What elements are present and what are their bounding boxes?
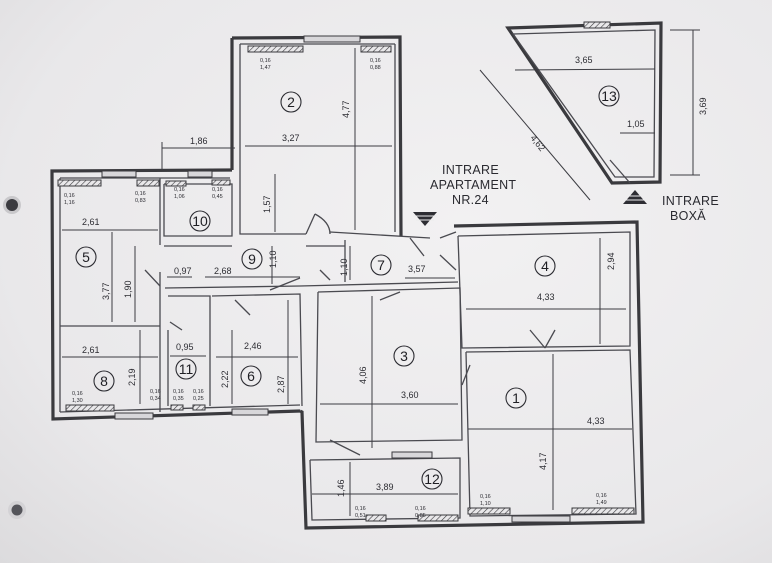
storage-label: INTRARE BOXĂ: [662, 194, 719, 223]
room-number-4: 4: [541, 258, 549, 274]
binder-hole-bottom-inner: [11, 504, 23, 516]
dim-r5-height: 3,77: [101, 282, 111, 300]
dimension-lines: [62, 48, 632, 516]
room-number-6: 6: [247, 368, 255, 384]
win-8a-bot: 1,30: [72, 398, 83, 404]
win-8b-bot: 0,34: [150, 396, 161, 402]
dim-r6-a: 2,22: [220, 370, 230, 388]
room-13-dimensions: [479, 29, 700, 201]
dim-r1-height: 4,17: [538, 452, 548, 470]
storage-label-line1: INTRARE: [662, 194, 719, 208]
entrance-label: INTRARE APARTAMENT NR.24: [430, 163, 516, 207]
dim-r7-h: 1,10: [339, 258, 349, 276]
win-2b-bot: 0,88: [370, 65, 381, 71]
dim-r3-height: 4,06: [358, 366, 368, 384]
dim-r13-height: 3,69: [698, 97, 708, 115]
win-11a-bot: 0,35: [173, 396, 184, 402]
dim-r2-width: 3,27: [282, 133, 300, 143]
dim-r12-h: 1,46: [336, 479, 346, 497]
win-8b-top: 0,16: [150, 389, 161, 395]
storage-entrance-marker: [623, 190, 647, 204]
win-10b-top: 0,16: [212, 187, 223, 193]
dim-r5-inner: 1,90: [123, 280, 133, 298]
win-5a-bot: 1,16: [64, 200, 75, 206]
room-number-3: 3: [400, 348, 408, 364]
dim-r9-a: 0,97: [174, 266, 192, 276]
win-1b-top: 0,16: [596, 493, 607, 499]
win-5a-top: 0,16: [64, 193, 75, 199]
win-11b-top: 0,16: [193, 389, 204, 395]
storage-label-line2: BOXĂ: [670, 208, 706, 223]
door-swings: [144, 213, 556, 456]
win-2a-bot: 1,47: [260, 65, 271, 71]
room-number-9: 9: [248, 251, 256, 267]
dim-r11-width: 0,95: [176, 342, 194, 352]
dim-r6-width: 2,46: [244, 341, 262, 351]
win-1a-top: 0,16: [480, 494, 491, 500]
win-11b-bot: 0,25: [193, 396, 204, 402]
win-12a-bot: 0,51: [355, 513, 366, 519]
dim-r1-width: 4,33: [587, 416, 605, 426]
win-12b-top: 0,16: [415, 506, 426, 512]
win-2a-top: 0,16: [260, 58, 271, 64]
room-number-5: 5: [82, 249, 90, 265]
binder-hole-top-inner: [6, 199, 18, 211]
dim-r13-width: 3,65: [575, 55, 593, 65]
room-number-1: 1: [512, 390, 520, 406]
room-number-2: 2: [287, 94, 295, 110]
room-numbers: 13 2 10 5 9 7 4 3 8 11 6 1 12: [75, 85, 620, 490]
dim-corridor: 1,86: [190, 136, 208, 146]
dim-r6-b: 2,87: [276, 375, 286, 393]
win-5b-top: 0,16: [135, 191, 146, 197]
room-number-11: 11: [179, 361, 194, 377]
dimension-values: 3,65 3,69 4,62 1,05 1,86 3,27 4,77 1,57 …: [82, 55, 708, 497]
dim-r8-height: 2,19: [127, 368, 137, 386]
dim-r13-door: 1,05: [627, 119, 645, 129]
entrance-label-line1: INTRARE: [442, 163, 499, 177]
win-12a-top: 0,16: [355, 506, 366, 512]
win-1a-bot: 1,10: [480, 501, 491, 507]
win-11a-top: 0,16: [173, 389, 184, 395]
dim-r9-b: 2,68: [214, 266, 232, 276]
room-number-12: 12: [424, 471, 440, 487]
dim-r13-diag: 4,62: [528, 133, 547, 153]
win-12b-bot: 0,85: [415, 513, 426, 519]
entrance-label-line3: NR.24: [452, 193, 489, 207]
win-8a-top: 0,16: [72, 391, 83, 397]
win-1b-bot: 1,49: [596, 500, 607, 506]
dim-r7-w: 3,57: [408, 264, 426, 274]
dim-r4-height: 2,94: [606, 252, 616, 270]
room-number-10: 10: [192, 213, 208, 229]
entrance-marker: [413, 212, 437, 226]
room-number-7: 7: [377, 257, 385, 273]
win-2b-top: 0,16: [370, 58, 381, 64]
win-10b-bot: 0,45: [212, 194, 223, 200]
dim-r2-lower: 1,57: [262, 195, 272, 213]
win-10a-bot: 1,06: [174, 194, 185, 200]
entrance-label-line2: APARTAMENT: [430, 178, 516, 192]
win-5b-bot: 0,83: [135, 198, 146, 204]
dim-r12-w: 3,89: [376, 482, 394, 492]
dim-r5-width: 2,61: [82, 217, 100, 227]
dim-r4-width: 4,33: [537, 292, 555, 302]
dim-r2-height: 4,77: [341, 100, 351, 118]
room-number-13: 13: [601, 88, 617, 104]
dim-r8-width: 2,61: [82, 345, 100, 355]
windows: [57, 35, 635, 523]
room-number-8: 8: [100, 373, 108, 389]
win-10a-top: 0,16: [174, 187, 185, 193]
dim-r3-width: 3,60: [401, 390, 419, 400]
room-13-outline: [505, 21, 663, 185]
dim-r9-h: 1,10: [268, 250, 278, 268]
window-annotations: 0,16 1,47 0,16 0,88 0,16 1,16 0,16 0,83 …: [64, 58, 607, 519]
